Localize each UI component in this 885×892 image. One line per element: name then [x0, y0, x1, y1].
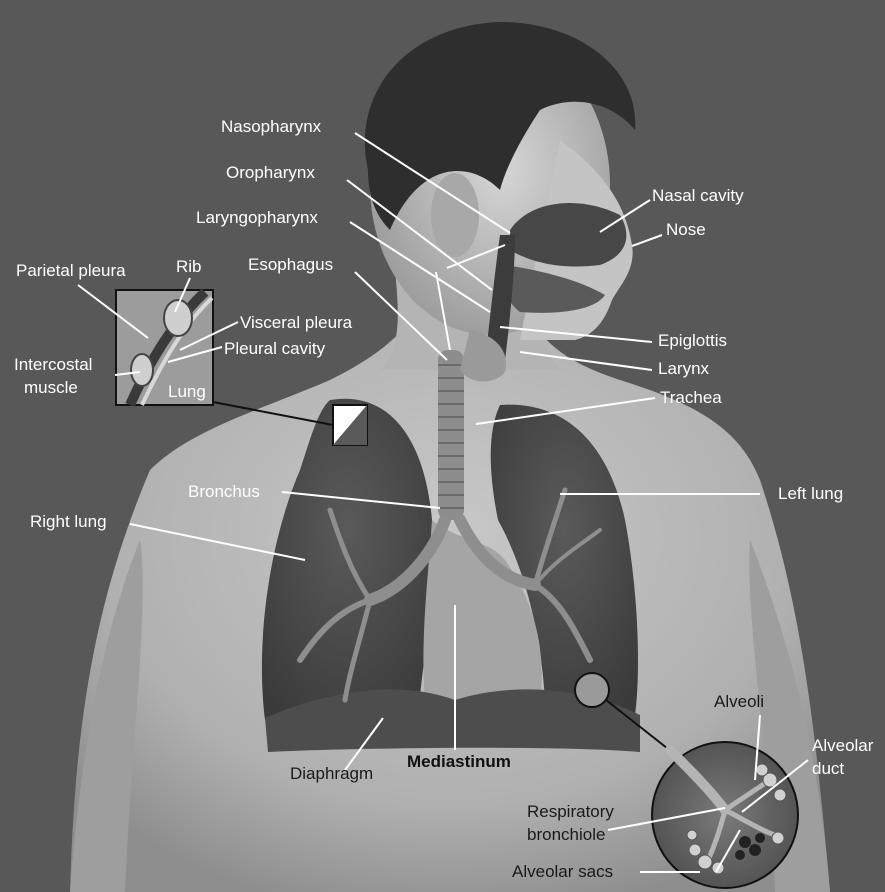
label-oropharynx: Oropharynx: [226, 163, 315, 183]
label-visceral-pleura: Visceral pleura: [240, 313, 352, 333]
label-laryngopharynx: Laryngopharynx: [196, 208, 318, 228]
label-diaphragm: Diaphragm: [290, 764, 373, 784]
label-parietal-pleura: Parietal pleura: [16, 261, 126, 281]
label-esophagus: Esophagus: [248, 255, 333, 275]
label-left-lung: Left lung: [778, 484, 843, 504]
label-nasal-cavity: Nasal cavity: [652, 186, 744, 206]
label-bronchiole: bronchiole: [527, 825, 605, 845]
label-mediastinum: Mediastinum: [407, 752, 511, 772]
label-duct: duct: [812, 759, 844, 779]
label-rib: Rib: [176, 257, 202, 277]
label-alveolar: Alveolar: [812, 736, 873, 756]
label-muscle: muscle: [24, 378, 78, 398]
label-right-lung: Right lung: [30, 512, 107, 532]
label-trachea: Trachea: [660, 388, 722, 408]
label-lung-inset: Lung: [168, 382, 206, 402]
label-nose: Nose: [666, 220, 706, 240]
label-epiglottis: Epiglottis: [658, 331, 727, 351]
label-bronchus: Bronchus: [188, 482, 260, 502]
label-larynx: Larynx: [658, 359, 709, 379]
label-pleural-cavity: Pleural cavity: [224, 339, 325, 359]
label-alveolar-sacs: Alveolar sacs: [512, 862, 613, 882]
label-nasopharynx: Nasopharynx: [221, 117, 321, 137]
label-alveoli: Alveoli: [714, 692, 764, 712]
alveoli-callout: [575, 673, 609, 707]
label-respiratory: Respiratory: [527, 802, 614, 822]
label-intercostal: Intercostal: [14, 355, 92, 375]
